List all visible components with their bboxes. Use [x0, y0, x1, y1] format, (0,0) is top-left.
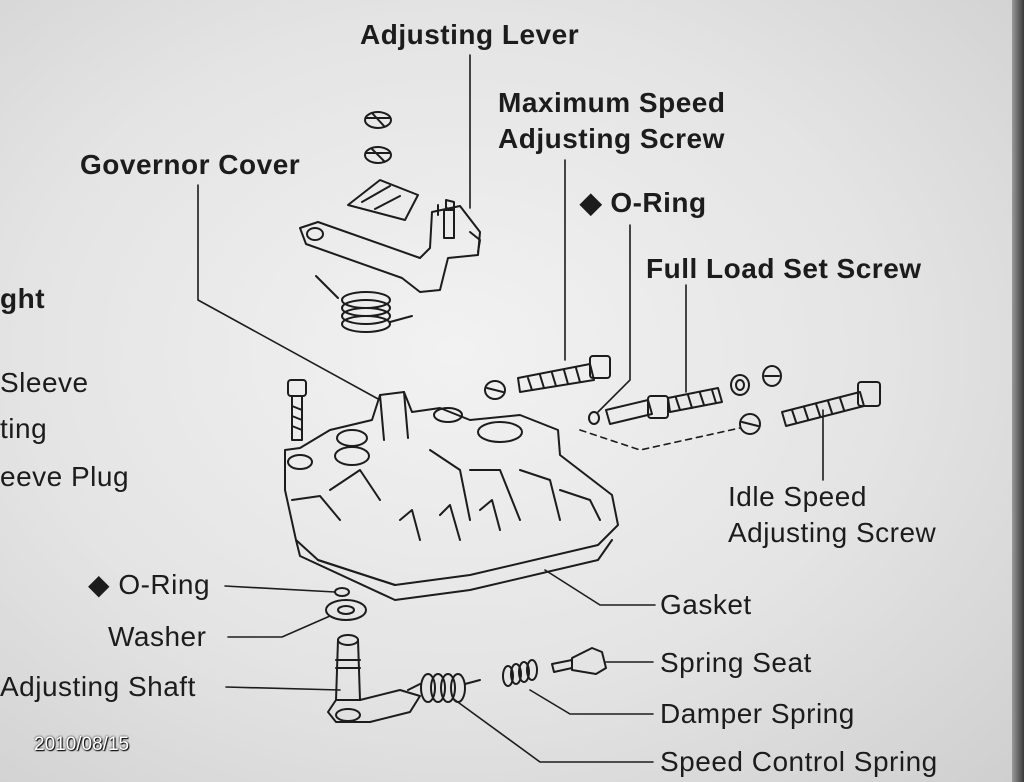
label-speed-control-spring: Speed Control Spring: [660, 746, 938, 777]
diamond-marker-icon: ◆: [580, 187, 603, 218]
label-fragment-sleeve: Sleeve: [0, 367, 89, 398]
leader-gasket: [544, 569, 656, 606]
label-damper-spring: Damper Spring: [660, 698, 855, 729]
lower-o-ring-part: [334, 587, 350, 597]
o-ring-left-text: O-Ring: [118, 569, 211, 600]
leader-adjusting-shaft: [225, 686, 341, 691]
adjusting-shaft-part: [327, 634, 421, 723]
leader-lines: [197, 54, 824, 763]
leader-o-ring-left: [224, 585, 336, 593]
label-max-speed-line1: Maximum Speed: [498, 87, 726, 118]
return-spring: [315, 275, 413, 333]
leader-washer: [227, 615, 331, 638]
cover-bolt: [287, 379, 307, 441]
leader-governor-cover: [197, 184, 381, 401]
label-gasket: Gasket: [660, 589, 752, 620]
full-load-screw-part: [588, 365, 782, 425]
leader-speed-control-spring: [454, 699, 654, 763]
label-fragment-eeve-plug: eeve Plug: [0, 461, 130, 492]
page-edge-shadow: [1012, 0, 1024, 782]
label-max-speed-line2: Adjusting Screw: [498, 123, 725, 154]
idle-speed-screw-part: [739, 381, 881, 435]
adjusting-lever-part: [299, 199, 481, 293]
diamond-marker-icon: ◆: [88, 569, 111, 600]
label-adjusting-shaft: Adjusting Shaft: [0, 671, 196, 702]
washer-part: [325, 599, 367, 621]
label-full-load-set-screw: Full Load Set Screw: [646, 253, 922, 284]
label-spring-seat: Spring Seat: [660, 647, 812, 678]
label-washer: Washer: [108, 621, 207, 652]
o-ring-top-text: O-Ring: [610, 187, 707, 218]
leader-o-ring-top: [597, 224, 631, 413]
speed-control-spring-part: [407, 673, 481, 703]
label-fragment-ting: ting: [0, 413, 48, 444]
top-nuts: [364, 111, 392, 164]
governor-cover-part: [284, 391, 619, 601]
damper-spring-part: [502, 659, 538, 687]
bracket-plate: [347, 179, 419, 221]
label-o-ring-top: ◆ O-Ring: [580, 186, 707, 220]
max-speed-screw-part: [484, 355, 611, 400]
leader-damper-spring: [529, 689, 654, 715]
label-idle-speed-line2: Adjusting Screw: [728, 517, 937, 548]
photo-timestamp: 2010/08/15: [34, 734, 130, 755]
spring-seat-part: [551, 647, 607, 675]
label-adjusting-lever: Adjusting Lever: [360, 19, 580, 50]
label-idle-speed-line1: Idle Speed: [728, 481, 867, 512]
label-o-ring-left: ◆ O-Ring: [88, 568, 210, 602]
label-governor-cover: Governor Cover: [80, 149, 301, 180]
dashed-assembly-line: [579, 427, 741, 451]
label-fragment-ght: ght: [0, 283, 46, 314]
